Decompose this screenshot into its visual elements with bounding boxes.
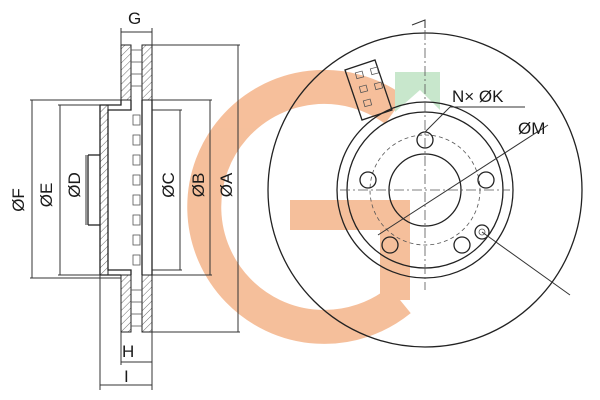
m-leader-line <box>377 124 549 236</box>
top-outer-plate <box>141 44 153 101</box>
hole-leader-line <box>481 231 571 296</box>
bolt-hole <box>381 236 399 254</box>
logo-orange-arc <box>187 69 411 344</box>
label-b: ØB <box>189 173 208 198</box>
label-nk: N× ØK <box>452 87 504 106</box>
bolt-hole <box>453 236 471 254</box>
dimension-labels: G ØF ØE ØD ØC ØB ØA H I N× ØK ØM <box>9 9 545 386</box>
label-a: ØA <box>217 172 236 197</box>
bolt-hole <box>359 171 377 189</box>
k-leader-line <box>424 106 451 133</box>
vent-slots <box>132 114 141 266</box>
bolt-hole <box>477 171 495 189</box>
logo-green-arrow <box>395 72 440 112</box>
label-h: H <box>122 342 134 361</box>
bottom-inner-plate <box>120 274 132 333</box>
watermark-logo <box>187 69 440 344</box>
dimensions <box>30 28 240 390</box>
label-c: ØC <box>159 172 178 198</box>
hat-inner-outline <box>107 100 132 275</box>
label-g: G <box>128 9 141 28</box>
disc-front-view <box>267 19 583 348</box>
bottom-outer-plate <box>141 274 153 333</box>
label-f: ØF <box>9 188 28 212</box>
disc-cross-section <box>87 44 153 333</box>
locating-hole-inner <box>478 228 486 236</box>
label-i: I <box>124 367 129 386</box>
label-e: ØE <box>37 183 56 208</box>
label-m: ØM <box>518 119 545 138</box>
rotation-arrow-icon <box>411 19 426 28</box>
locating-hole <box>474 224 490 240</box>
vent-detail-tab <box>344 59 393 121</box>
logo-orange-bar <box>290 200 410 300</box>
top-inner-plate <box>120 44 132 101</box>
hat-wall <box>99 104 109 276</box>
label-d: ØD <box>65 172 84 198</box>
